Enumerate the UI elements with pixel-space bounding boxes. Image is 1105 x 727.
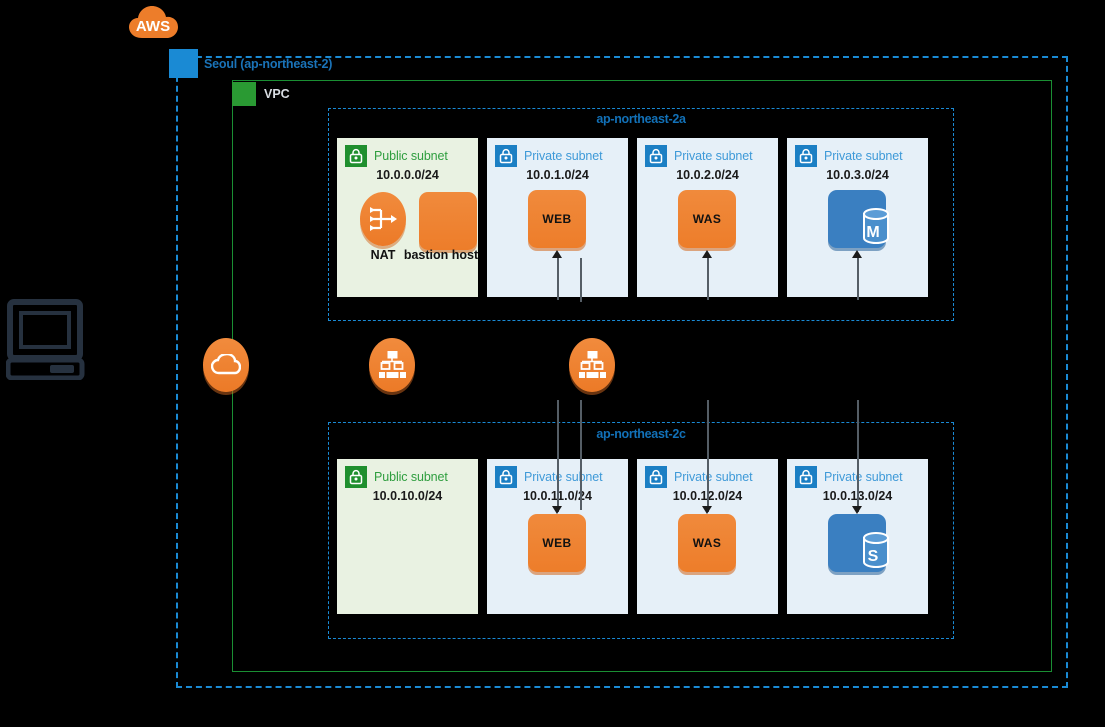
subnet-type-label: Public subnet bbox=[374, 149, 448, 163]
availability-zone-c-label: ap-northeast-2c bbox=[596, 427, 686, 441]
lock-icon bbox=[345, 466, 367, 488]
connector-db-a bbox=[857, 258, 859, 300]
connector-web-c bbox=[557, 400, 559, 512]
lock-icon bbox=[645, 466, 667, 488]
subnet-type-label: Private subnet bbox=[524, 470, 603, 484]
vpc-label: VPC bbox=[264, 87, 290, 101]
subnet-header: Private subnet bbox=[795, 466, 903, 488]
arrow-into-was-c bbox=[702, 506, 712, 514]
was-server-instance[interactable]: WAS bbox=[678, 190, 736, 248]
subnet-type-label: Private subnet bbox=[824, 470, 903, 484]
rds-standby-database[interactable]: S bbox=[828, 514, 889, 572]
rds-master-database[interactable]: M bbox=[828, 190, 889, 248]
nat-gateway-icon[interactable] bbox=[360, 192, 406, 246]
connector-web-a-return bbox=[580, 258, 582, 302]
subnet-public-10-0-10-0[interactable]: Public subnet 10.0.10.0/24 bbox=[337, 459, 478, 614]
subnet-cidr: 10.0.10.0/24 bbox=[372, 489, 443, 503]
aws-cloud-logo: AWS bbox=[128, 2, 186, 47]
region-badge-icon bbox=[169, 49, 198, 78]
bastion-host-caption: bastion host bbox=[403, 248, 479, 262]
connector-db-c bbox=[857, 400, 859, 512]
subnet-header: Private subnet bbox=[645, 145, 753, 167]
subnet-type-label: Private subnet bbox=[824, 149, 903, 163]
subnet-cidr: 10.0.1.0/24 bbox=[526, 168, 589, 182]
region-label: Seoul (ap-northeast-2) bbox=[204, 57, 333, 71]
web-server-instance[interactable]: WEB bbox=[528, 514, 586, 572]
subnet-header: Public subnet bbox=[345, 145, 448, 167]
subnet-type-label: Private subnet bbox=[674, 149, 753, 163]
arrow-into-db-a bbox=[852, 250, 862, 258]
database-cylinder-icon bbox=[863, 208, 889, 244]
aws-logo-text: AWS bbox=[136, 18, 170, 35]
availability-zone-c-boundary bbox=[328, 422, 954, 639]
arrow-into-was-a bbox=[702, 250, 712, 258]
subnet-cidr: 10.0.3.0/24 bbox=[826, 168, 889, 182]
arrow-into-web-a bbox=[552, 250, 562, 258]
was-server-instance[interactable]: WAS bbox=[678, 514, 736, 572]
database-role-label: M bbox=[866, 224, 880, 241]
connector-was-c bbox=[707, 400, 709, 512]
subnet-header: Public subnet bbox=[345, 466, 448, 488]
subnet-public-10-0-0-0[interactable]: Public subnet 10.0.0.0/24 NAT bastion ho… bbox=[337, 138, 478, 297]
subnet-header: Private subnet bbox=[795, 145, 903, 167]
nat-gateway-caption: NAT bbox=[370, 248, 396, 262]
database-role-label: S bbox=[867, 548, 879, 565]
availability-zone-a-label: ap-northeast-2a bbox=[596, 112, 686, 126]
desktop-computer-icon bbox=[5, 298, 86, 385]
subnet-header: Private subnet bbox=[495, 145, 603, 167]
connector-web-c-return bbox=[580, 400, 582, 510]
bastion-host-icon[interactable] bbox=[419, 192, 477, 250]
vpc-badge-icon bbox=[232, 82, 256, 106]
lock-icon bbox=[495, 466, 517, 488]
subnet-header: Private subnet bbox=[645, 466, 753, 488]
connector-web-a bbox=[557, 258, 559, 300]
subnet-type-label: Public subnet bbox=[374, 470, 448, 484]
lock-icon bbox=[795, 466, 817, 488]
subnet-cidr: 10.0.2.0/24 bbox=[676, 168, 739, 182]
connector-was-a bbox=[707, 258, 709, 300]
subnet-type-label: Private subnet bbox=[524, 149, 603, 163]
lock-icon bbox=[345, 145, 367, 167]
web-load-balancer-icon[interactable] bbox=[369, 338, 415, 392]
subnet-private-10-0-13-0[interactable]: Private subnet 10.0.13.0/24 S bbox=[787, 459, 928, 614]
subnet-private-10-0-2-0[interactable]: Private subnet 10.0.2.0/24 WAS bbox=[637, 138, 778, 297]
arrow-into-web-c bbox=[552, 506, 562, 514]
lock-icon bbox=[495, 145, 517, 167]
internet-gateway-icon[interactable] bbox=[203, 338, 249, 392]
was-load-balancer-icon[interactable] bbox=[569, 338, 615, 392]
lock-icon bbox=[795, 145, 817, 167]
database-cylinder-icon bbox=[863, 532, 889, 568]
region-boundary bbox=[176, 56, 1068, 688]
subnet-header: Private subnet bbox=[495, 466, 603, 488]
subnet-cidr: 10.0.0.0/24 bbox=[376, 168, 439, 182]
lock-icon bbox=[645, 145, 667, 167]
arrow-into-db-c bbox=[852, 506, 862, 514]
subnet-type-label: Private subnet bbox=[674, 470, 753, 484]
subnet-private-10-0-1-0[interactable]: Private subnet 10.0.1.0/24 WEB bbox=[487, 138, 628, 297]
web-server-instance[interactable]: WEB bbox=[528, 190, 586, 248]
availability-zone-a-boundary bbox=[328, 108, 954, 321]
